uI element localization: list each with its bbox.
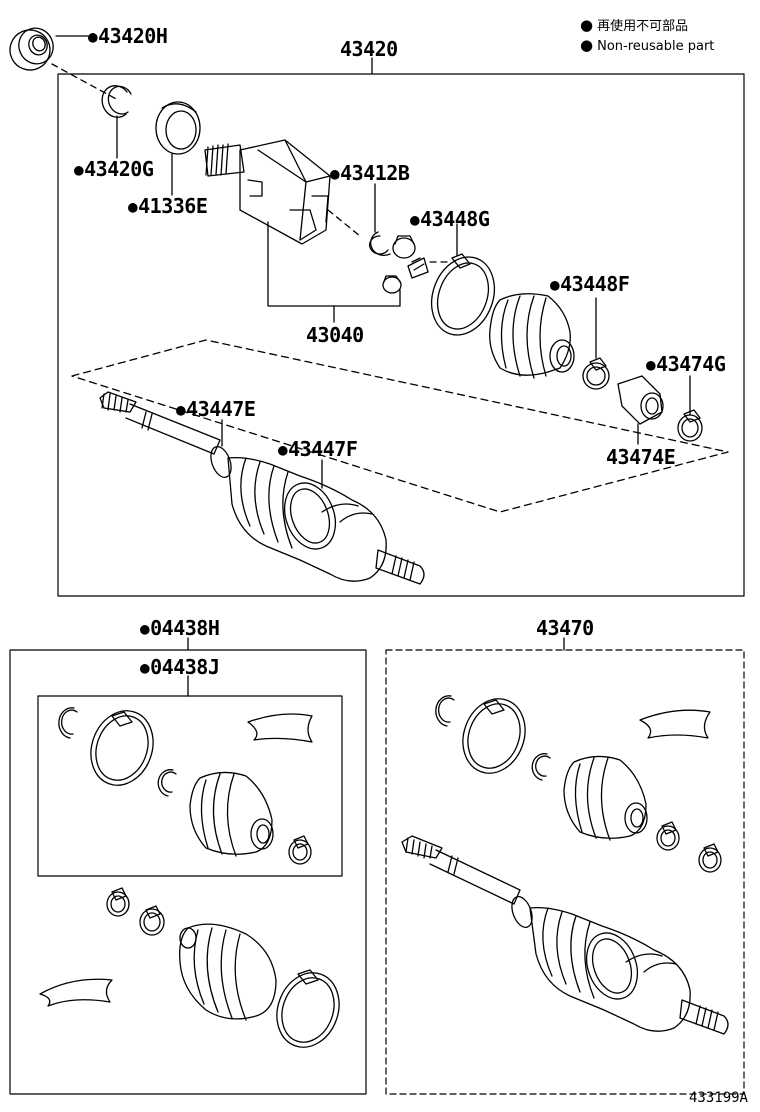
part-number-04438J[interactable]: 04438J [140,656,220,680]
dashed-leader [51,63,119,101]
part-number-43448F[interactable]: 43448F [550,273,630,297]
part-number-04438H[interactable]: 04438H [140,617,220,641]
damper-clamp-43474G-drawing [677,409,703,442]
inboard-joint-housing-drawing [204,139,331,245]
tripod-drawing [382,235,429,294]
figure-reference-number: 433199A [688,1090,748,1106]
leader-43040 [267,221,401,307]
part-number-43420G[interactable]: 43420G [74,158,154,182]
part-number-43448G[interactable]: 43448G [410,208,490,232]
inboard-boot-drawing [489,293,575,379]
part-number-43040[interactable]: 43040 [306,323,364,347]
part-number-43420[interactable]: 43420 [340,37,398,61]
dynamic-damper-43474E-drawing [617,375,664,425]
kit-04438J-parts-drawing [58,707,313,865]
part-number-43420H[interactable]: 43420H [88,25,168,49]
part-number-43470[interactable]: 43470 [536,616,594,640]
part-number-43474G[interactable]: 43474G [646,353,726,377]
boot-kit-frame-04438H [9,649,367,1095]
part-number-43447F[interactable]: 43447F [278,438,358,462]
legend-non-reusable-en: Non-reusable part [580,36,714,56]
snap-ring-43420G-drawing [107,85,132,115]
boot-clamp-43448F-drawing [582,357,610,390]
boot-kit-frame-04438J [37,695,343,877]
part-number-43412B[interactable]: 43412B [330,162,410,186]
assembly-43470-drawing [401,695,729,1035]
dashed-leader [327,209,361,237]
part-number-43474E[interactable]: 43474E [606,445,676,469]
part-number-41336E[interactable]: 41336E [128,195,208,219]
part-number-43447E[interactable]: 43447E [176,398,256,422]
boot-clamp-43448G-drawing [431,253,495,336]
snap-ring-43412B-drawing [369,235,389,255]
legend-non-reusable-jp: 再使用不可部品 [580,16,688,36]
oil-seal-43420H-drawing [9,27,54,71]
dashed-group-outline [71,339,729,513]
kit-04438H-outer-parts-drawing [39,887,340,1048]
deflector-41336E-drawing [155,101,201,155]
assembly-frame-43420 [57,73,745,597]
drive-shaft-drawing [99,391,425,585]
assembly-frame-43470 [385,649,745,1095]
